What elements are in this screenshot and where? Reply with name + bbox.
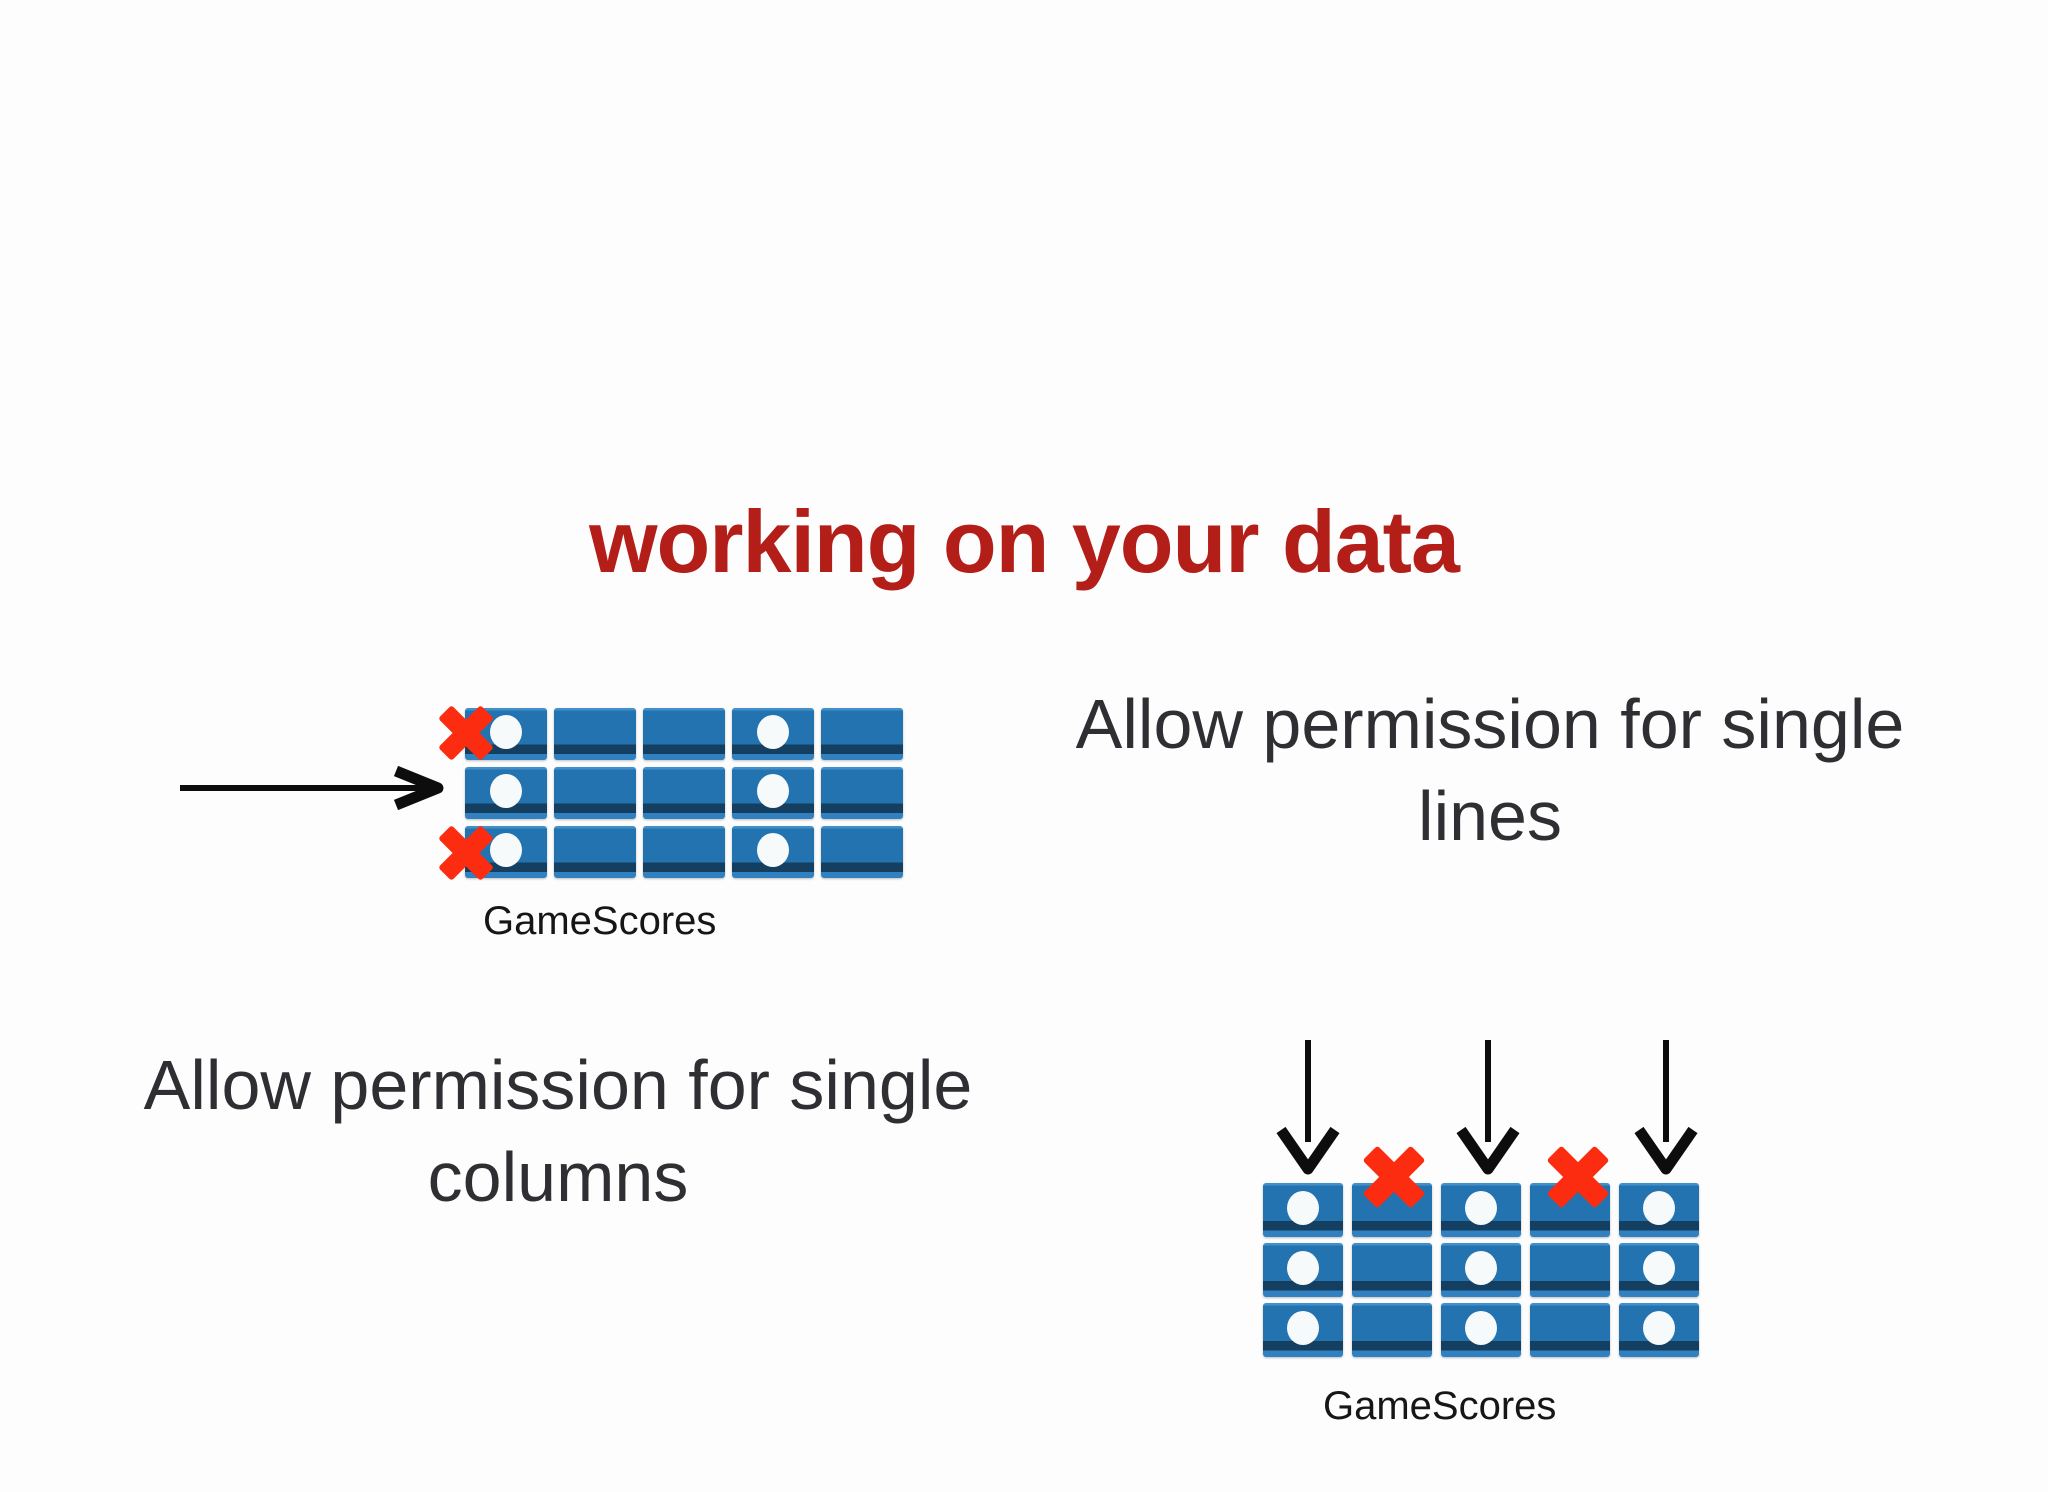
table-cell-tile bbox=[1352, 1303, 1432, 1357]
slide-title: working on your data bbox=[589, 492, 1460, 591]
table-cell-tile bbox=[1263, 1243, 1343, 1297]
right-pointing-arrow-icon bbox=[180, 765, 444, 811]
deny-cross-icon bbox=[439, 826, 493, 880]
record-dot bbox=[1287, 1250, 1319, 1285]
caption-single-lines: Allow permission for single lines bbox=[990, 678, 1990, 863]
table-cell-tile bbox=[1441, 1303, 1521, 1357]
table-cell-tile bbox=[1619, 1183, 1699, 1237]
table-cell-tile bbox=[732, 826, 814, 878]
table-cell-tile bbox=[1619, 1243, 1699, 1297]
gamescores-table-columns bbox=[1263, 1183, 1699, 1357]
table-cell-tile bbox=[821, 708, 903, 760]
caption-line: lines bbox=[1418, 777, 1562, 856]
record-dot bbox=[490, 832, 522, 867]
table-cell-tile bbox=[732, 767, 814, 819]
record-dot bbox=[1465, 1250, 1497, 1285]
table-label: GameScores bbox=[1323, 1384, 1557, 1428]
table-cell-tile bbox=[1619, 1303, 1699, 1357]
down-pointing-arrow-icon bbox=[1276, 1040, 1340, 1175]
table-cell-tile bbox=[465, 767, 547, 819]
caption-line: Allow permission for single bbox=[1075, 685, 1905, 763]
table-cell-tile bbox=[643, 767, 725, 819]
table-cell-tile bbox=[554, 826, 636, 878]
record-dot bbox=[1643, 1190, 1675, 1225]
record-dot bbox=[490, 773, 522, 808]
deny-cross-icon bbox=[439, 706, 493, 760]
record-dot bbox=[490, 714, 522, 749]
deny-cross-icon bbox=[1364, 1147, 1424, 1207]
table-cell-tile bbox=[1441, 1243, 1521, 1297]
caption-single-columns: Allow permission for single columns bbox=[58, 1039, 1058, 1224]
table-label: GameScores bbox=[483, 899, 717, 943]
record-dot bbox=[1287, 1190, 1319, 1225]
table-cell-tile bbox=[1530, 1243, 1610, 1297]
down-pointing-arrow-icon bbox=[1456, 1040, 1520, 1175]
deny-cross-icon bbox=[1548, 1147, 1608, 1207]
table-cell-tile bbox=[1263, 1303, 1343, 1357]
record-dot bbox=[1465, 1190, 1497, 1225]
record-dot bbox=[757, 832, 789, 867]
record-dot bbox=[1643, 1310, 1675, 1345]
table-cell-tile bbox=[821, 826, 903, 878]
table-cell-tile bbox=[1352, 1243, 1432, 1297]
table-cell-tile bbox=[1441, 1183, 1521, 1237]
record-dot bbox=[1287, 1310, 1319, 1345]
caption-line: columns bbox=[427, 1138, 689, 1217]
record-dot bbox=[757, 773, 789, 808]
record-dot bbox=[1643, 1250, 1675, 1285]
record-dot bbox=[757, 714, 789, 749]
table-cell-tile bbox=[732, 708, 814, 760]
table-cell-tile bbox=[554, 708, 636, 760]
caption-line: Allow permission for single bbox=[143, 1046, 973, 1124]
record-dot bbox=[1465, 1310, 1497, 1345]
table-cell-tile bbox=[1530, 1303, 1610, 1357]
table-cell-tile bbox=[643, 708, 725, 760]
table-cell-tile bbox=[554, 767, 636, 819]
table-cell-tile bbox=[821, 767, 903, 819]
gamescores-table-rows bbox=[465, 708, 903, 878]
table-cell-tile bbox=[1263, 1183, 1343, 1237]
down-pointing-arrow-icon bbox=[1634, 1040, 1698, 1175]
table-cell-tile bbox=[643, 826, 725, 878]
